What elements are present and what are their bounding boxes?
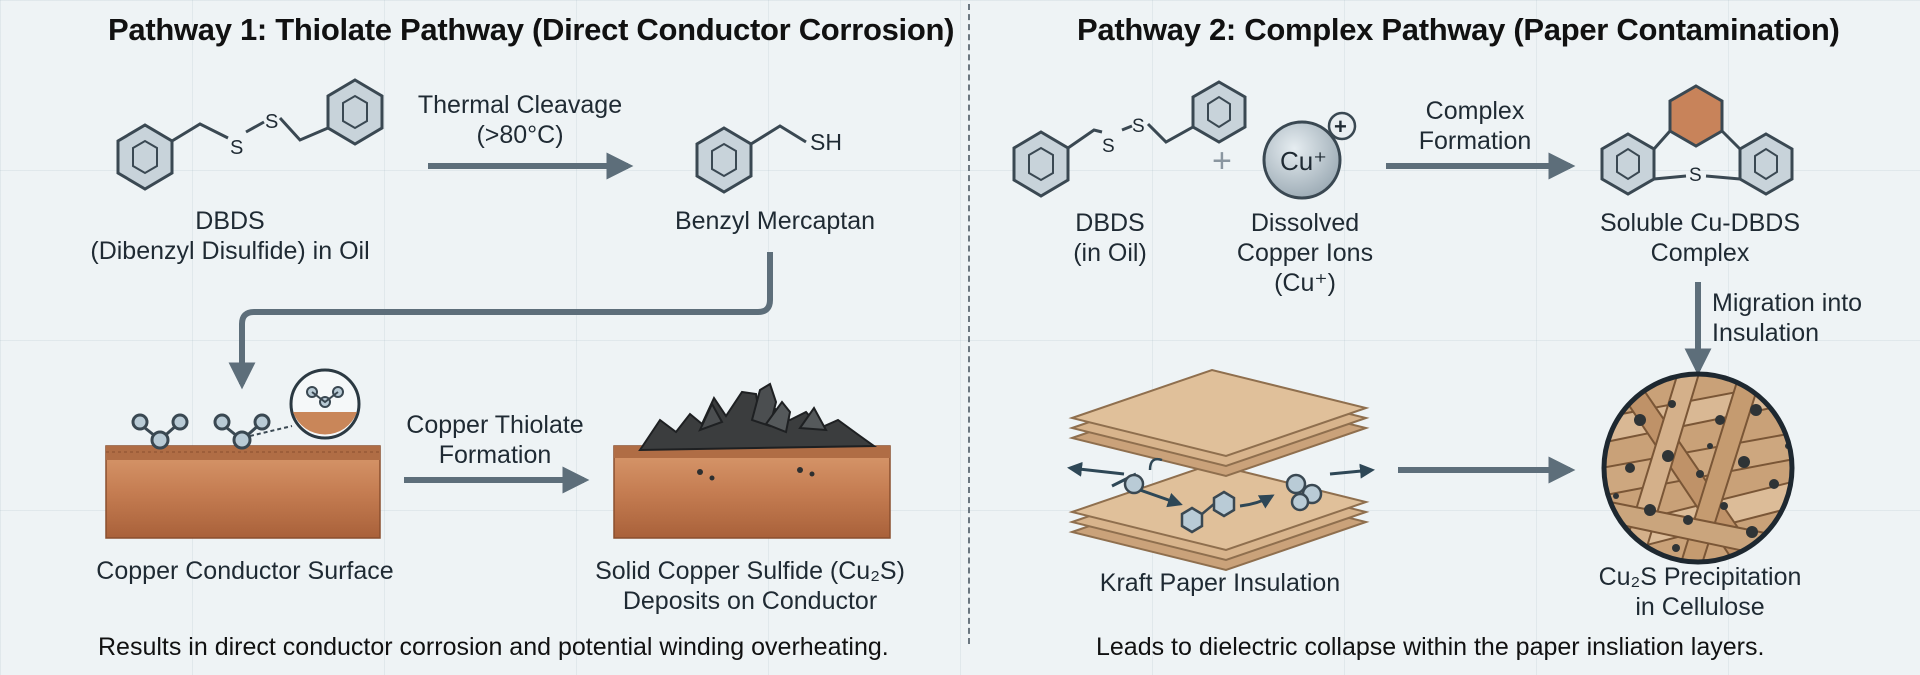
copper-ion-sphere [1262, 111, 1357, 200]
thiolate-formation-label: Copper Thiolate Formation [406, 411, 584, 469]
cu-dbds-complex-label: Soluble Cu-DBDS Complex [1599, 209, 1801, 267]
migrating-molecules [1067, 457, 1375, 534]
thiolate-molecules [131, 413, 271, 450]
copper-ion-symbol: Cu⁺ [1280, 146, 1327, 176]
pathway1-footer: Results in direct conductor corrosion an… [98, 633, 889, 661]
sulfur-atom: S [1132, 116, 1145, 137]
cu-dbds-complex [1600, 84, 1794, 196]
dbds-molecule-right [1012, 80, 1247, 198]
complex-formation-label: Complex Formation [1418, 97, 1532, 155]
benzyl-mercaptan-label: Benzyl Mercaptan [674, 207, 876, 235]
sulfur-atom: S [1689, 165, 1702, 186]
conductor-surface-label: Copper Conductor Surface [96, 557, 394, 585]
mercaptan-to-surface-arrow [228, 252, 773, 390]
sulfur-atom: S [265, 111, 278, 133]
copper-sulfide-label: Solid Copper Sulfide (Cu₂S) Deposits on … [595, 557, 905, 615]
copper-ions-label: Dissolved Copper Ions (Cu⁺) [1236, 209, 1374, 297]
benzyl-mercaptan-molecule [695, 124, 807, 194]
thermal-cleavage-label: Thermal Cleavage (>80°C) [417, 91, 623, 149]
migration-label: Migration into Insulation [1712, 289, 1863, 347]
thiolate-zoom-inset [249, 368, 361, 440]
cellulose-precipitate-view [1601, 371, 1795, 565]
pathway2-title: Pathway 2: Complex Pathway (Paper Contam… [1077, 12, 1840, 47]
kraft-paper-label: Kraft Paper Insulation [1099, 569, 1341, 597]
kraft-paper-stack [1068, 368, 1370, 572]
thiol-group: SH [810, 129, 842, 155]
ion-charge-symbol: + [1334, 114, 1347, 139]
pathway2-footer: Leads to dielectric collapse within the … [1096, 633, 1765, 661]
copper-sulfide-deposit [613, 382, 891, 539]
pathway1-title: Pathway 1: Thiolate Pathway (Direct Cond… [108, 12, 955, 47]
dbds-oil-label: DBDS (in Oil) [1073, 209, 1147, 267]
sulfur-atom: S [1102, 136, 1115, 157]
plus-sign: + [1212, 142, 1232, 180]
dbds-molecule [116, 78, 384, 191]
pathway-divider [968, 4, 970, 644]
sulfur-atom: S [230, 137, 243, 159]
copper-conductor-slab [105, 445, 381, 539]
cellulose-precipitation-label: Cu₂S Precipitation in Cellulose [1598, 563, 1802, 621]
dbds-label: DBDS (Dibenzyl Disulfide) in Oil [90, 207, 370, 265]
